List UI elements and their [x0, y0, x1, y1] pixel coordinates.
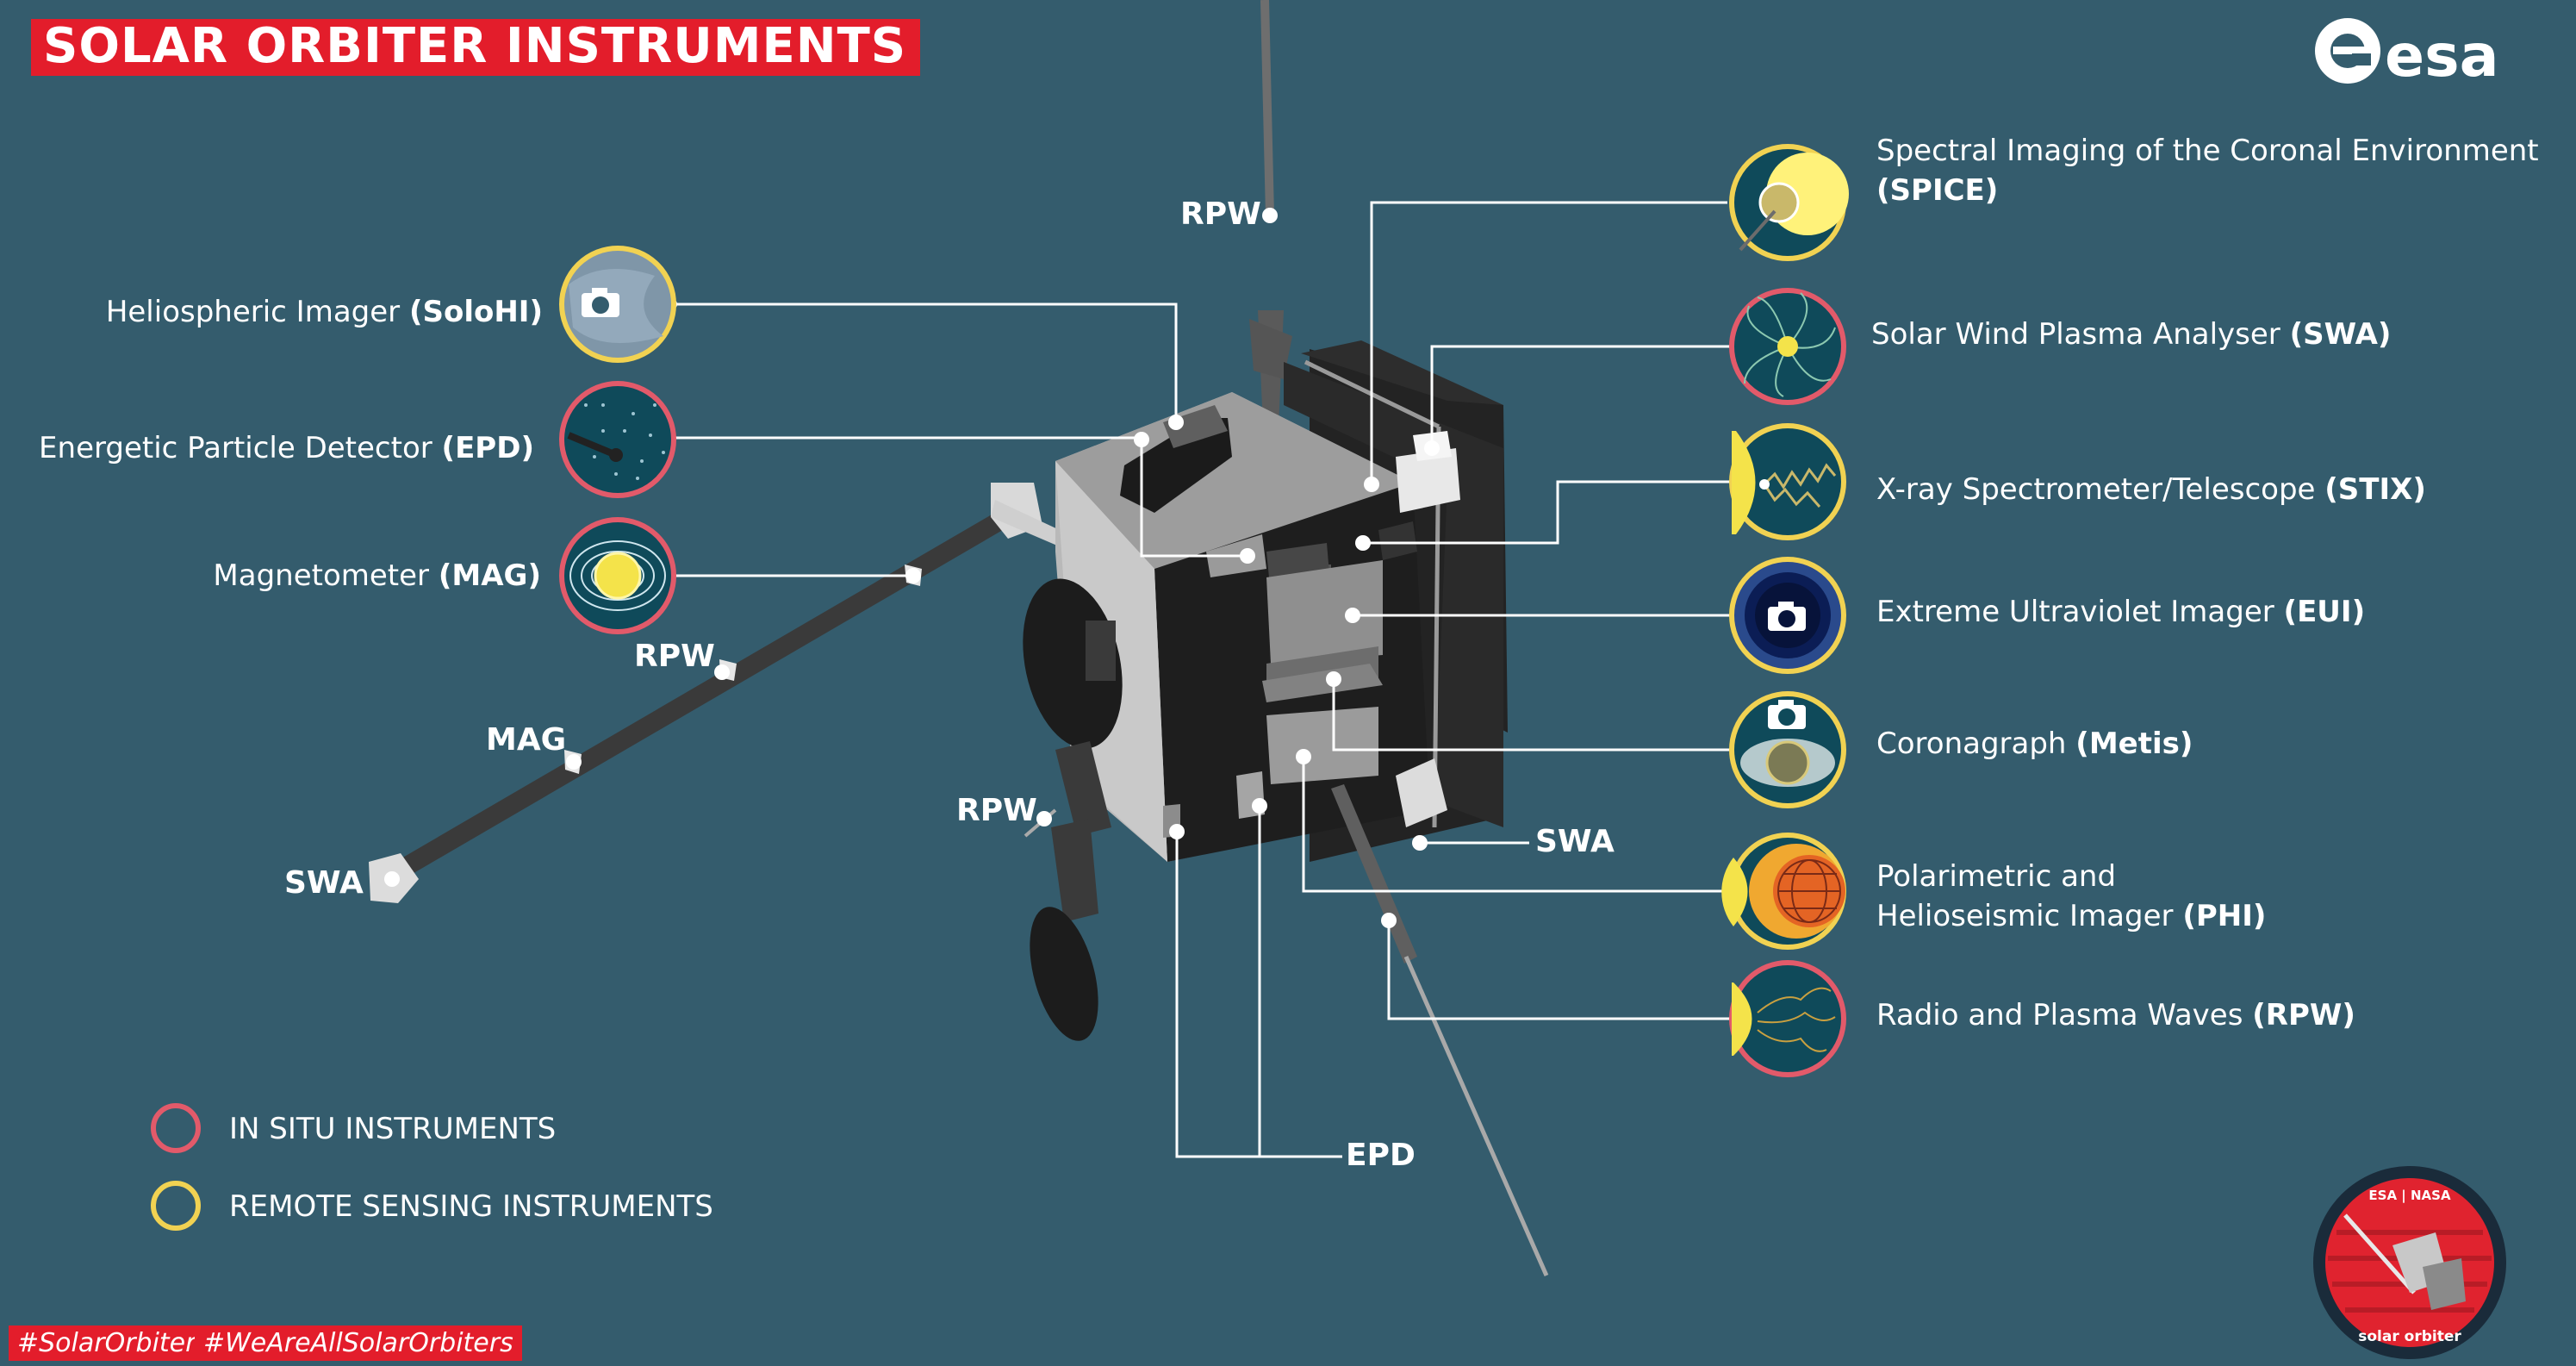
badge-bottom-text: solar orbiter — [2358, 1328, 2461, 1345]
hashtag-we-are-all-solar-orbiters[interactable]: #WeAreAllSolarOrbiters — [195, 1325, 522, 1361]
mission-badge: ESA | NASA solar orbiter — [2313, 1166, 2506, 1359]
phi-label: Polarimetric and Helioseismic Imager (PH… — [1876, 859, 2267, 933]
swa-label: Solar Wind Plasma Analyser (SWA) — [1871, 317, 2392, 352]
swa-icon — [1729, 288, 1846, 405]
eui-icon — [1729, 557, 1846, 674]
callout-rpw-top: RPW — [1180, 196, 1261, 232]
callout-rpw-lower: RPW — [956, 793, 1037, 828]
soloHI-icon — [559, 246, 676, 363]
callout-rpw-boom: RPW — [634, 639, 715, 674]
mag-icon — [559, 517, 676, 634]
esa-logo: esa — [2315, 18, 2498, 90]
callout-mag-boom: MAG — [486, 722, 567, 758]
eui-label: Extreme Ultraviolet Imager (EUI) — [1876, 595, 2366, 629]
in-situ-legend-swatch — [151, 1103, 201, 1153]
metis-label: Coronagraph (Metis) — [1876, 727, 2193, 761]
remote-legend-swatch — [151, 1181, 201, 1231]
spice-label: Spectral Imaging of the Coronal Environm… — [1876, 134, 2539, 208]
epd-icon — [559, 381, 676, 498]
spice-icon — [1729, 144, 1849, 261]
legend-in-situ: IN SITU INSTRUMENTS — [229, 1112, 557, 1146]
esa-logo-text: esa — [2385, 22, 2498, 90]
hashtag-solar-orbiter[interactable]: #SolarOrbiter — [9, 1325, 205, 1361]
metis-icon — [1729, 691, 1846, 808]
badge-top-text: ESA | NASA — [2368, 1188, 2451, 1204]
page-title: SOLAR ORBITER INSTRUMENTS — [31, 19, 921, 76]
stix-icon — [1729, 423, 1846, 540]
callout-swa-lower: SWA — [1535, 824, 1615, 859]
rpw-icon — [1729, 960, 1846, 1077]
phi-icon — [1721, 833, 1846, 950]
mag-label: Magnetometer (MAG) — [213, 558, 541, 593]
callout-swa-boom: SWA — [284, 865, 364, 901]
rpw-label: Radio and Plasma Waves (RPW) — [1876, 998, 2355, 1032]
legend-remote: REMOTE SENSING INSTRUMENTS — [229, 1189, 713, 1224]
callout-epd-lower: EPD — [1346, 1138, 1416, 1173]
epd-label: Energetic Particle Detector (EPD) — [39, 431, 534, 465]
solohi-label: Heliospheric Imager (SoloHI) — [105, 295, 543, 329]
stix-label: X-ray Spectrometer/Telescope (STIX) — [1876, 472, 2426, 507]
